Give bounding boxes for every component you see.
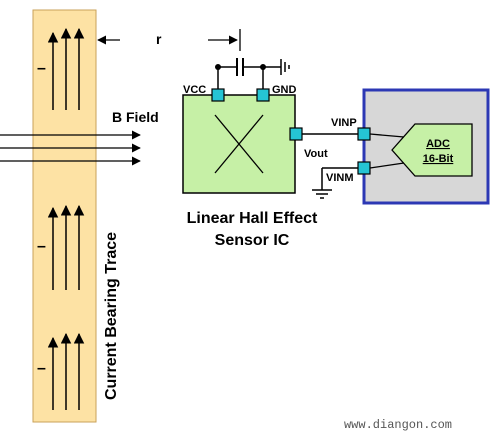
vcc-label: VCC — [183, 84, 206, 96]
sensor-title-line2: Sensor IC — [215, 232, 290, 249]
ground-icon-top — [280, 59, 290, 75]
b-field-label: B Field — [112, 109, 159, 125]
vcc-pin — [211, 88, 225, 102]
vinp-label: VINP — [331, 117, 357, 129]
current-arrows-top — [47, 27, 85, 110]
minus-sign-middle: – — [37, 238, 46, 255]
minus-sign-bottom: – — [37, 360, 46, 377]
vout-label: Vout — [304, 148, 328, 160]
adc-label: ADC — [426, 138, 450, 150]
ground-icon-vinm — [312, 189, 332, 199]
vinm-pin — [357, 161, 371, 175]
current-bearing-trace — [32, 9, 97, 423]
gnd-label: GND — [272, 84, 297, 96]
capacitor-icon — [236, 58, 244, 76]
vout-pin — [289, 127, 303, 141]
distance-r-label: r — [156, 31, 162, 47]
trace-label: Current Bearing Trace — [103, 232, 120, 400]
sensor-title-line1: Linear Hall Effect — [187, 210, 318, 227]
watermark-text: www.diangon.com — [344, 418, 452, 432]
b-field-arrows — [0, 130, 141, 166]
vinm-label: VINM — [326, 172, 354, 184]
distance-r-marker — [97, 29, 241, 51]
adc-bits-label: 16-Bit — [423, 153, 454, 165]
current-arrows-middle — [47, 204, 85, 290]
sensor-x-symbol — [214, 114, 264, 174]
current-arrows-bottom — [47, 332, 85, 410]
junction-dot-gnd — [260, 64, 266, 70]
minus-sign-top: – — [37, 60, 46, 77]
vinp-pin — [357, 127, 371, 141]
signal-wiring — [302, 133, 358, 190]
adc-input-lines — [369, 133, 405, 169]
junction-dot-vcc — [215, 64, 221, 70]
adc-amplifier-symbol — [391, 123, 473, 177]
gnd-pin — [256, 88, 270, 102]
